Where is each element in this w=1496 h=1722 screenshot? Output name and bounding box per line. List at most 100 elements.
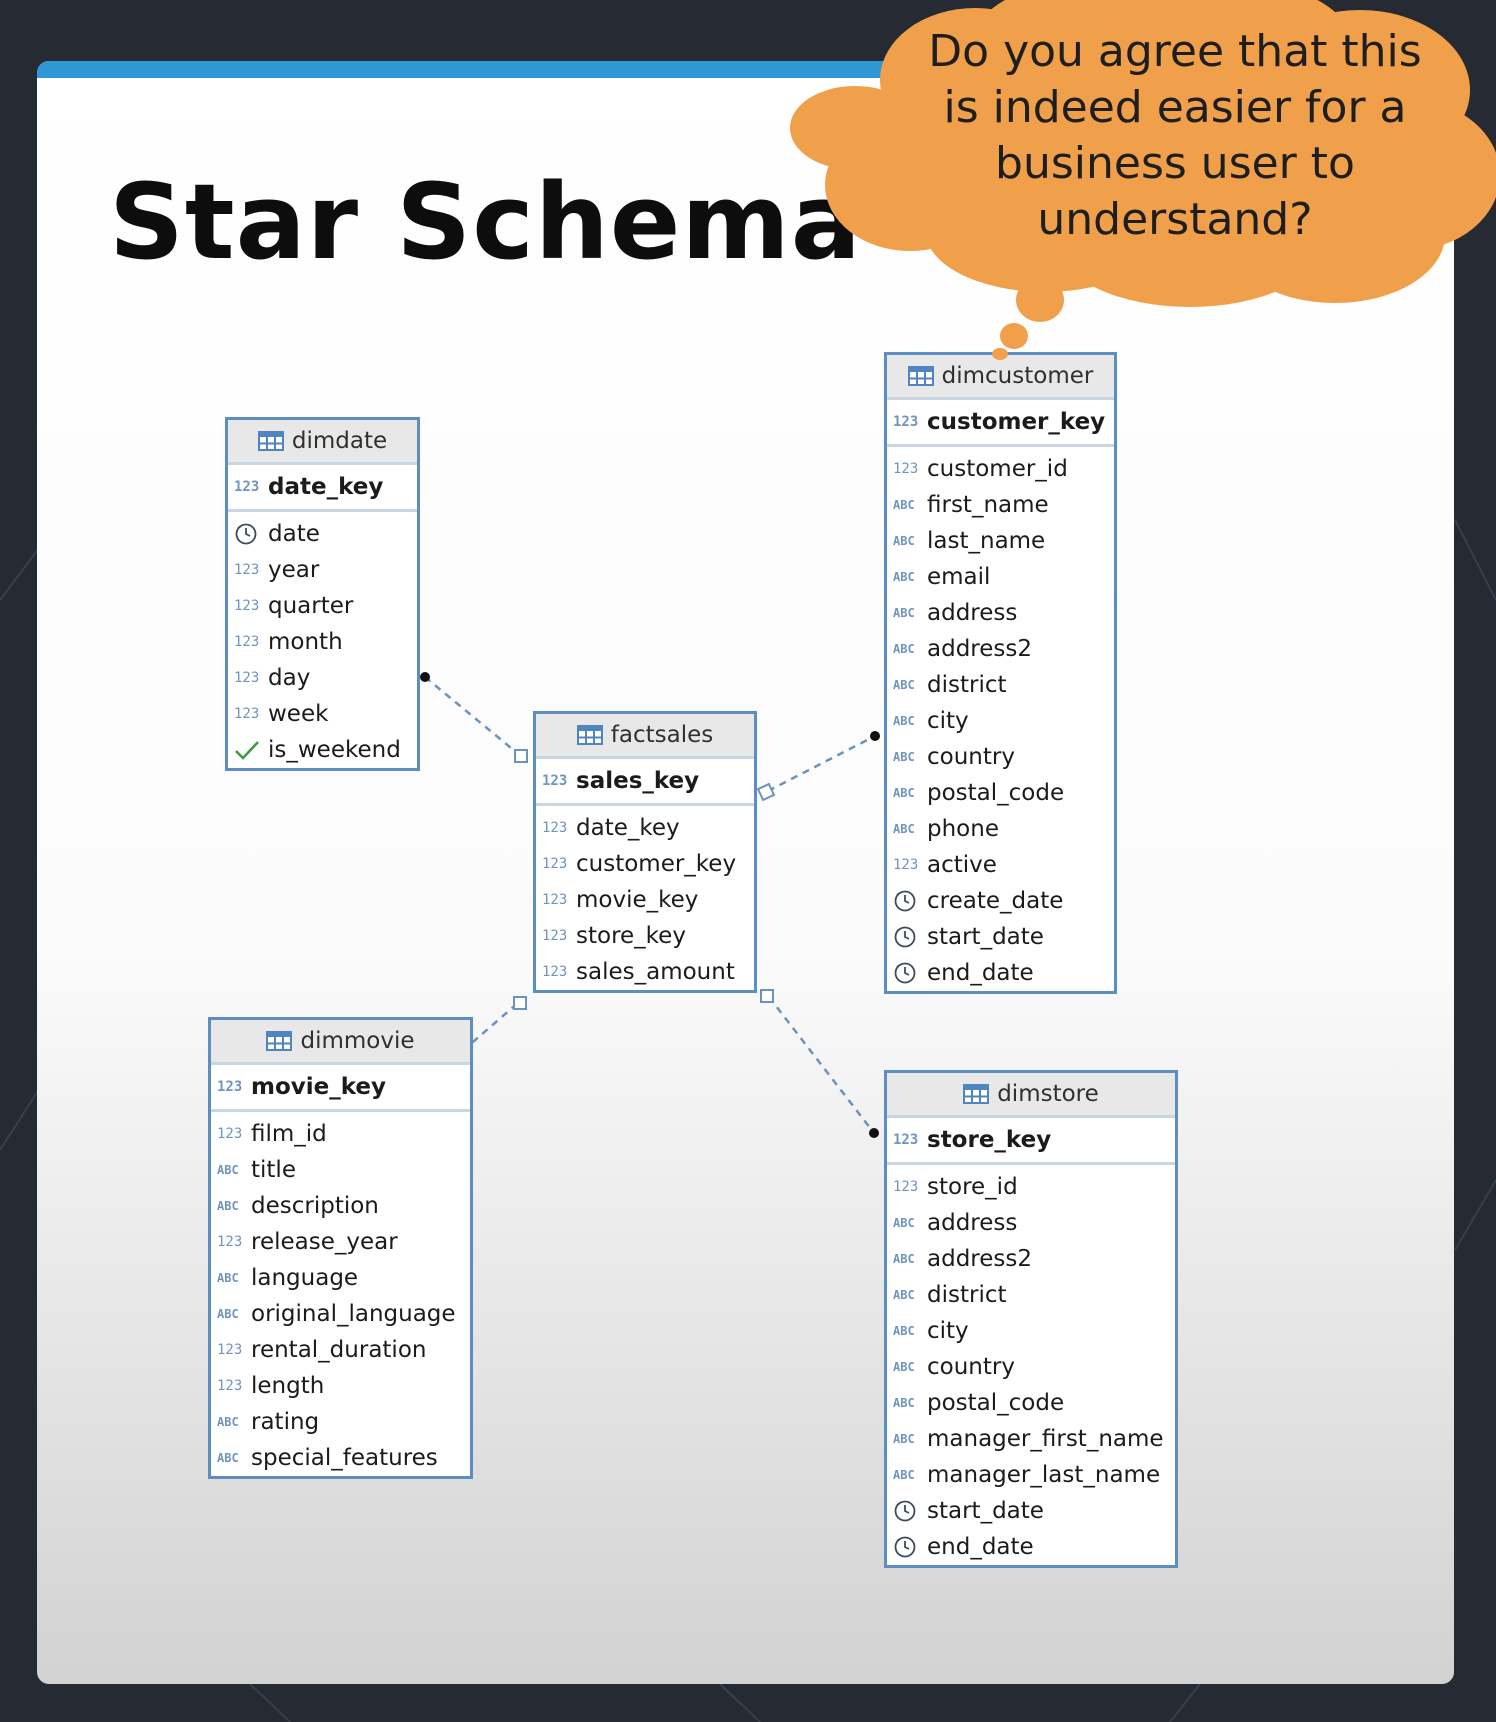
column-name: customer_key xyxy=(927,409,1106,435)
column-name: first_name xyxy=(927,492,1049,518)
column-name: film_id xyxy=(251,1121,327,1147)
integer-type-icon: 123 xyxy=(542,856,568,872)
column-name: store_key xyxy=(576,923,686,949)
column-row[interactable]: end_date xyxy=(887,1529,1175,1565)
table-icon xyxy=(963,1084,990,1104)
primary-key-row[interactable]: 123 customer_key xyxy=(887,400,1114,447)
column-row[interactable]: 123 store_id xyxy=(887,1169,1175,1205)
integer-type-icon: 123 xyxy=(893,1179,919,1195)
entity-header: dimcustomer xyxy=(887,355,1114,400)
text-type-icon: ABC xyxy=(217,1307,239,1321)
column-name: manager_first_name xyxy=(927,1426,1164,1452)
clock-icon xyxy=(234,522,268,546)
primary-key-row[interactable]: 123 sales_key xyxy=(536,759,754,806)
column-row[interactable]: 123 store_key xyxy=(536,918,754,954)
column-name: address xyxy=(927,1210,1018,1236)
column-row[interactable]: is_weekend xyxy=(228,732,417,768)
integer-type-icon: 123 xyxy=(893,1132,919,1148)
column-name: day xyxy=(268,665,311,691)
column-row[interactable]: start_date xyxy=(887,919,1114,955)
column-row[interactable]: ABC rating xyxy=(211,1404,470,1440)
text-type-icon: ABC xyxy=(217,1415,239,1429)
integer-type-icon: 123 xyxy=(234,706,260,722)
primary-key-row[interactable]: 123 store_key xyxy=(887,1118,1175,1165)
column-name: rating xyxy=(251,1409,320,1435)
primary-key-row[interactable]: 123 date_key xyxy=(228,465,417,512)
column-name: postal_code xyxy=(927,780,1065,806)
column-name: date_key xyxy=(576,815,680,841)
column-name: year xyxy=(268,557,320,583)
column-name: end_date xyxy=(927,1534,1034,1560)
integer-type-icon: 123 xyxy=(542,892,568,908)
column-name: sales_amount xyxy=(576,959,735,985)
column-name: email xyxy=(927,564,991,590)
connector-start-dimcustomer xyxy=(756,782,776,802)
integer-type-icon: 123 xyxy=(542,928,568,944)
connector-factsales-dimstore xyxy=(768,996,875,1134)
column-row[interactable]: start_date xyxy=(887,1493,1175,1529)
entity-name: dimstore xyxy=(997,1081,1099,1107)
connector-factsales-dimcustomer xyxy=(767,734,876,793)
text-type-icon: ABC xyxy=(893,1288,915,1302)
primary-key-row[interactable]: 123 movie_key xyxy=(211,1065,470,1112)
column-row[interactable]: date xyxy=(228,516,417,552)
column-row[interactable]: end_date xyxy=(887,955,1114,991)
text-type-icon: ABC xyxy=(893,1432,915,1446)
entity-name: factsales xyxy=(610,722,714,748)
column-name: district xyxy=(927,1282,1007,1308)
column-name: city xyxy=(927,1318,969,1344)
column-name: customer_id xyxy=(927,456,1068,482)
integer-type-icon: 123 xyxy=(217,1079,243,1095)
column-row[interactable]: ABC manager_first_name xyxy=(887,1421,1175,1457)
column-row[interactable]: create_date xyxy=(887,883,1114,919)
clock-icon xyxy=(893,1499,927,1523)
column-row[interactable]: ABC district xyxy=(887,1277,1175,1313)
column-name: store_id xyxy=(927,1174,1018,1200)
text-type-icon: ABC xyxy=(893,750,915,764)
text-type-icon: ABC xyxy=(893,642,915,656)
